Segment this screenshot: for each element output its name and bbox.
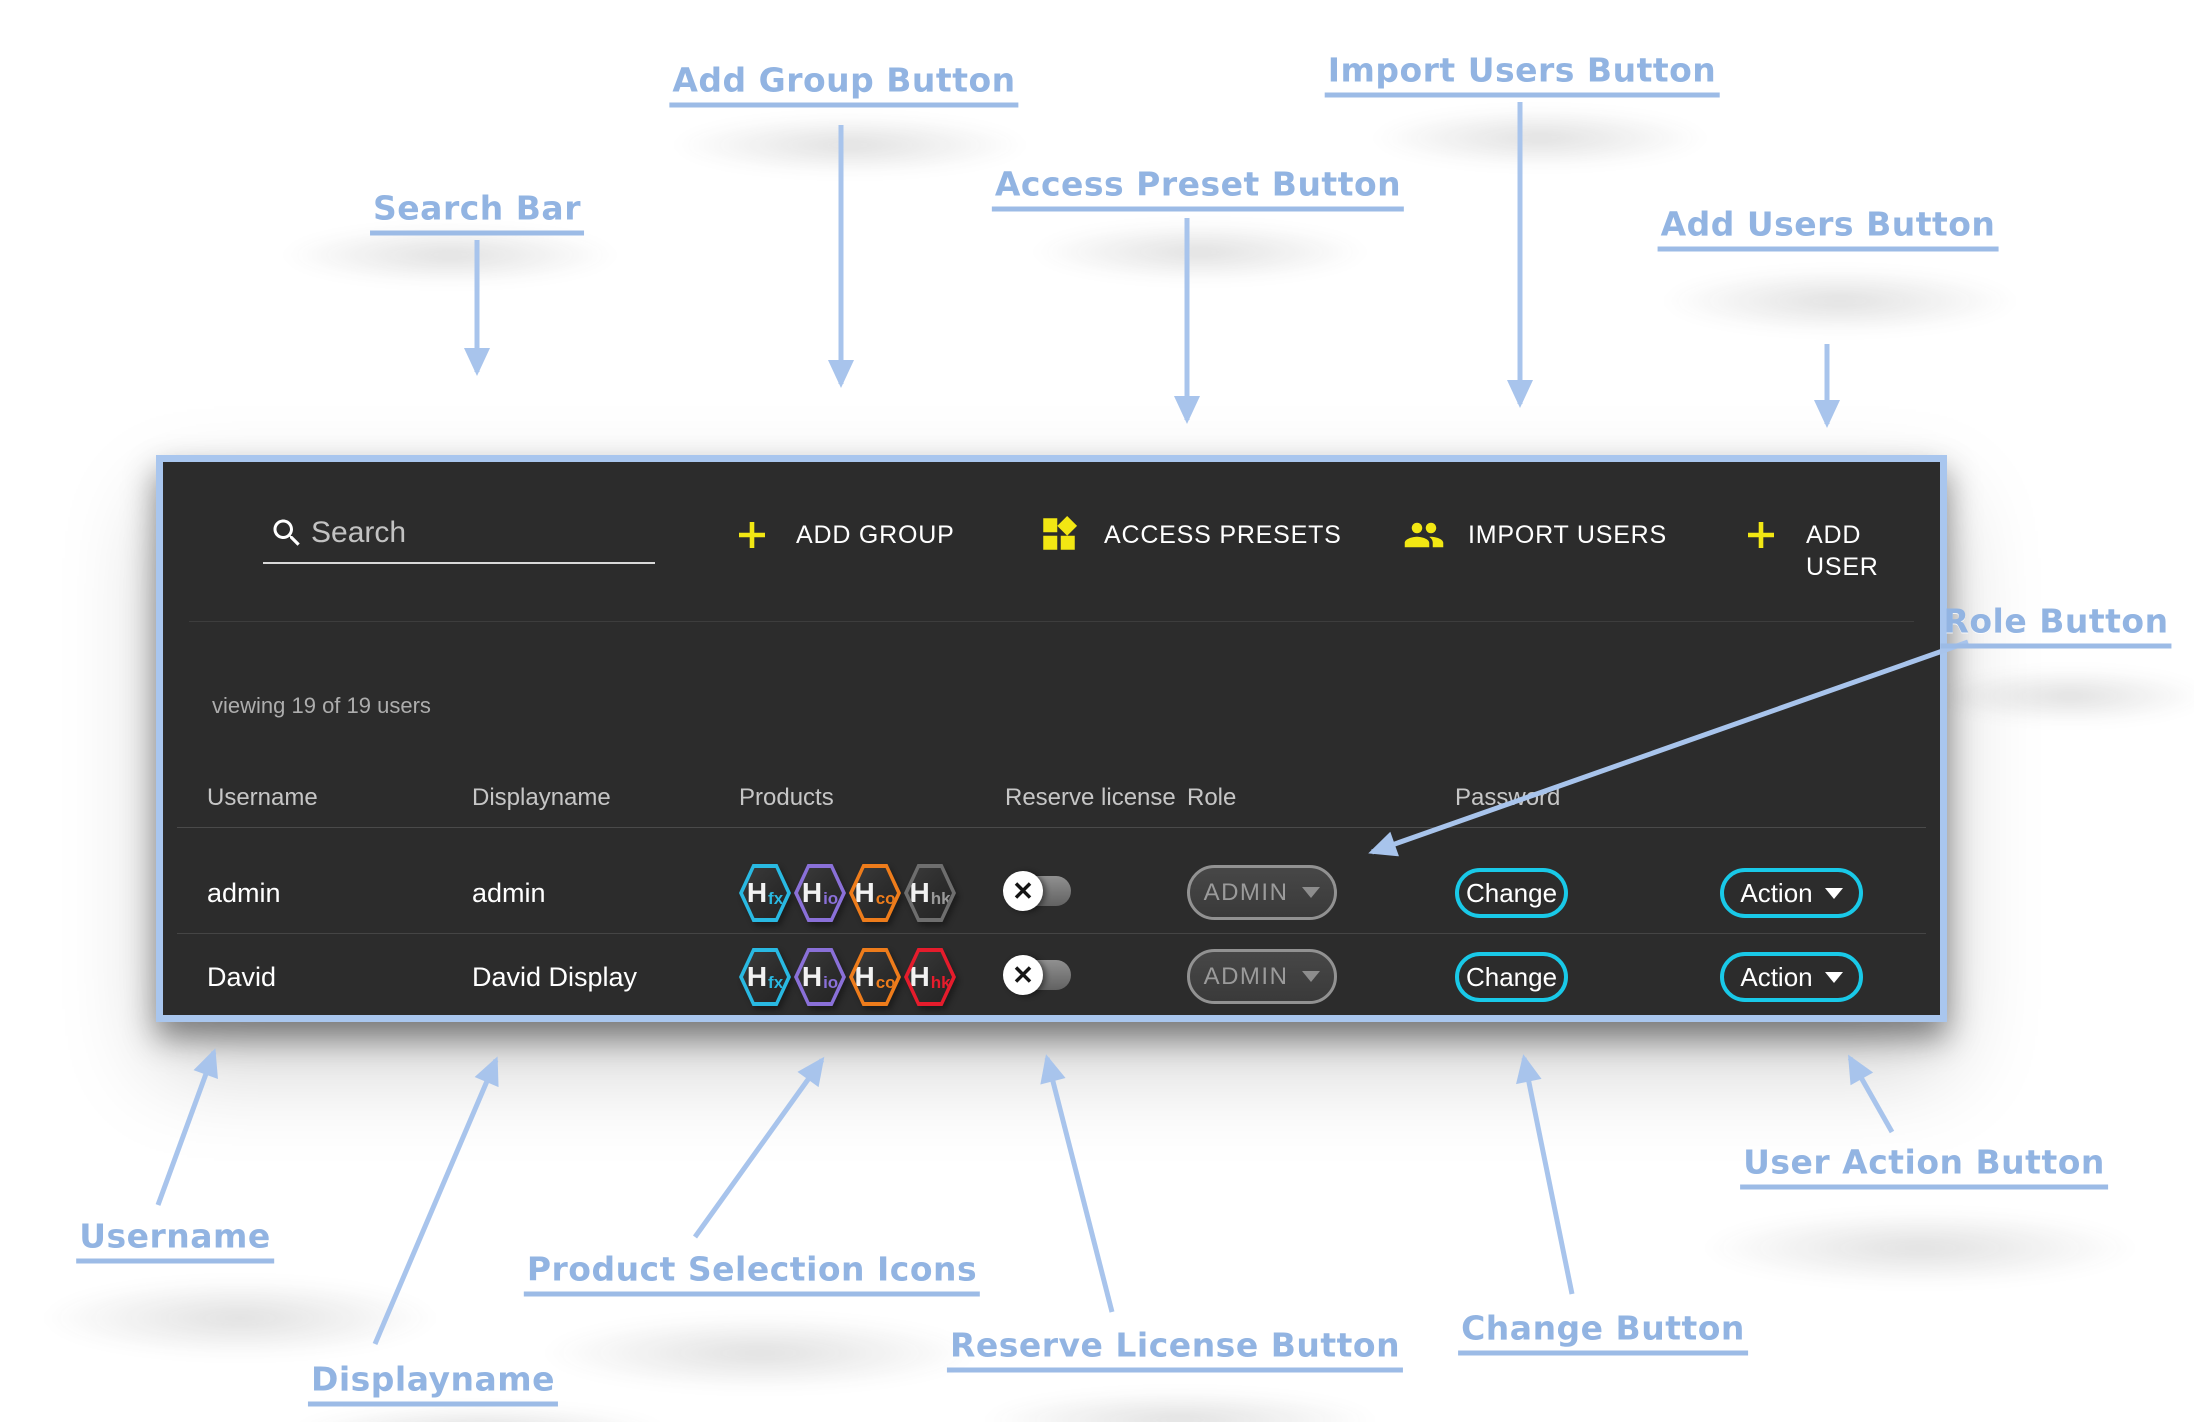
column-header-password: Password [1455, 784, 1561, 811]
x-icon: ✕ [1003, 955, 1043, 995]
shadow-blob [670, 115, 1030, 175]
annotation-username: Username [76, 1217, 274, 1264]
shadow-blob [1030, 222, 1370, 282]
add-user-button[interactable]: ADD USER [1806, 521, 1879, 581]
change-label: Change [1465, 961, 1558, 992]
import-users-button[interactable]: IMPORT USERS [1468, 521, 1667, 549]
change-label: Change [1465, 877, 1558, 908]
annotation-reserve-license-button: Reserve License Button [946, 1326, 1404, 1373]
role-value: ADMIN [1203, 878, 1289, 906]
annotation-role-button: Role Button [1940, 602, 2172, 649]
arrow-user-action [1847, 1054, 1895, 1134]
x-icon: ✕ [1003, 871, 1043, 911]
widgets-icon [1043, 515, 1078, 550]
annotation-user-action-button: User Action Button [1740, 1143, 2108, 1190]
reserve-license-toggle[interactable]: ✕ [1003, 955, 1071, 995]
group-icon [1404, 522, 1444, 548]
column-header-role: Role [1187, 784, 1237, 811]
product-glyph: H [746, 961, 768, 992]
row-divider [177, 933, 1926, 934]
arrow-username [155, 1048, 218, 1206]
change-password-button[interactable]: Change [1455, 952, 1568, 1002]
header-divider [177, 827, 1926, 828]
arrow-product-icons [692, 1056, 825, 1239]
user-action-dropdown[interactable]: Action [1720, 868, 1863, 918]
annotation-search-bar: Search Bar [370, 189, 584, 236]
shadow-blob [1370, 108, 1710, 168]
user-management-panel: ADD GROUP ACCESS PRESETS IMPORT USERS AD… [156, 455, 1947, 1022]
role-value: ADMIN [1203, 962, 1289, 990]
product-glyph: H [746, 877, 768, 908]
displayname-cell: admin [472, 878, 546, 908]
product-glyph: H [854, 961, 875, 992]
action-label: Action [1740, 877, 1813, 908]
reserve-license-toggle[interactable]: ✕ [1003, 871, 1071, 911]
column-header-reserve-license: Reserve license [1005, 784, 1176, 811]
shadow-blob [1660, 268, 2020, 334]
search-underline [263, 562, 655, 564]
username-cell: David [207, 962, 277, 992]
shadow-blob [540, 1315, 980, 1391]
access-presets-button[interactable]: ACCESS PRESETS [1104, 521, 1342, 549]
product-sub: hk [930, 888, 951, 908]
user-action-dropdown[interactable]: Action [1720, 952, 1863, 1002]
annotation-add-users-button: Add Users Button [1657, 205, 1999, 252]
annotation-add-group-button: Add Group Button [669, 61, 1019, 108]
chevron-down-icon [1824, 971, 1843, 983]
add-group-button[interactable]: ADD GROUP [796, 521, 955, 549]
plus-icon [739, 522, 765, 548]
arrow-reserve-license [1040, 1054, 1115, 1313]
annotation-displayname: Displayname [307, 1360, 559, 1407]
annotation-import-users-button: Import Users Button [1324, 51, 1720, 98]
product-sub: io [823, 888, 839, 908]
toolbar-divider [189, 621, 1914, 622]
username-cell: admin [207, 878, 281, 908]
displayname-cell: David Display [472, 962, 638, 992]
product-sub: io [823, 972, 839, 992]
shadow-blob [1930, 668, 2194, 724]
arrow-displayname [372, 1056, 499, 1345]
product-sub: co [875, 972, 896, 992]
arrow-change [1516, 1054, 1575, 1295]
search-input[interactable] [309, 512, 639, 554]
product-glyph: H [801, 961, 823, 992]
role-dropdown[interactable]: ADMIN [1187, 949, 1337, 1004]
product-glyph: H [801, 877, 823, 908]
annotation-access-preset-button: Access Preset Button [991, 165, 1405, 212]
search-icon [273, 519, 300, 546]
shadow-blob [980, 1390, 1380, 1422]
product-sub: hk [930, 972, 951, 992]
product-sub: fx [768, 972, 784, 992]
chevron-down-icon [1824, 887, 1843, 899]
annotation-change-button: Change Button [1458, 1309, 1748, 1356]
column-header-displayname: Displayname [472, 784, 611, 811]
annotation-product-selection-icons: Product Selection Icons [523, 1250, 981, 1297]
role-dropdown[interactable]: ADMIN [1187, 865, 1337, 920]
results-count: viewing 19 of 19 users [212, 693, 431, 718]
product-sub: co [875, 888, 896, 908]
plus-icon [1748, 522, 1774, 548]
product-glyph: H [909, 961, 930, 992]
change-password-button[interactable]: Change [1455, 868, 1568, 918]
column-header-username: Username [207, 784, 318, 811]
chevron-down-icon [1302, 887, 1321, 898]
column-header-products: Products [739, 784, 834, 811]
product-sub: fx [768, 888, 784, 908]
product-glyph: H [909, 877, 930, 908]
shadow-blob [40, 1278, 440, 1358]
shadow-blob [1700, 1210, 2140, 1286]
product-glyph: H [854, 877, 875, 908]
chevron-down-icon [1302, 971, 1321, 982]
action-label: Action [1740, 961, 1813, 992]
shadow-blob [290, 1405, 670, 1422]
